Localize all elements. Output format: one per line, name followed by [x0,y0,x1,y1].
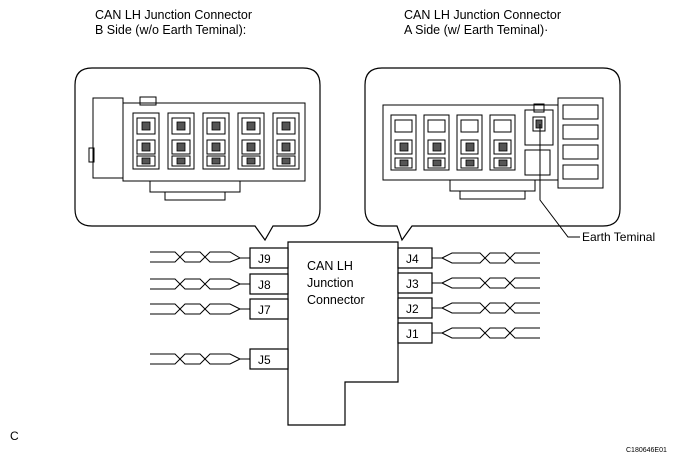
figure-code: C180646E01 [626,447,667,454]
left-connector-face [88,96,306,201]
left-wires [150,251,250,365]
left-connector-cavities [132,112,300,170]
pin-label-j9: J9 [258,252,271,266]
wire-pair-j8 [150,278,250,290]
left-cavity-col-5 [272,112,300,170]
right-connector-title-line2: A Side (w/ Earth Teminal)· [404,23,548,37]
wire-pair-j9 [150,251,250,263]
pin-label-j4: J4 [406,252,419,266]
left-cavity-col-1 [132,112,160,170]
junction-label-line2: Junction [307,276,354,290]
pin-label-j7: J7 [258,303,271,317]
pin-label-j3: J3 [406,277,419,291]
pin-box-j8 [249,273,289,295]
left-pin-boxes: J9 J8 J7 J5 [249,247,289,370]
right-connector-cavities [390,103,554,171]
earth-terminal-label: Earth Teminal [582,230,655,244]
wire-pair-j3 [432,277,540,289]
left-cavity-col-4 [237,112,265,170]
right-connector-title-line1: CAN LH Junction Connector [404,8,561,22]
right-cavity-col-2 [423,114,450,171]
wire-pair-j7 [150,303,250,315]
pin-label-j1: J1 [406,327,419,341]
pin-label-j5: J5 [258,353,271,367]
pin-label-j2: J2 [406,302,419,316]
earth-terminal-cavity [524,103,554,146]
junction-label-line1: CAN LH [307,259,353,273]
earth-terminal-leader [539,124,580,238]
right-wires [432,252,540,339]
pin-label-j8: J8 [258,278,271,292]
left-connector-title-line1: CAN LH Junction Connector [95,8,252,22]
pin-box-j7 [249,298,289,320]
pin-box-j5 [249,348,289,370]
corner-label: C [10,429,19,443]
left-connector-title-line2: B Side (w/o Earth Teminal): [95,23,246,37]
right-connector-face [382,97,604,200]
right-callout-bubble [364,67,621,242]
junction-block [287,241,399,426]
right-pin-boxes: J4 J3 J2 J1 [397,247,433,344]
wire-pair-j5 [150,353,250,365]
wire-pair-j2 [432,302,540,314]
pin-box-j9 [249,247,289,269]
right-cavity-col-1 [390,114,417,171]
wire-pair-j1 [432,327,540,339]
left-cavity-col-3 [202,112,230,170]
right-cavity-col-4 [489,114,516,171]
junction-label-line3: Connector [307,293,365,307]
wire-pair-j4 [432,252,540,264]
right-cavity-col-3 [456,114,483,171]
left-callout-bubble [74,67,321,242]
left-cavity-col-2 [167,112,195,170]
